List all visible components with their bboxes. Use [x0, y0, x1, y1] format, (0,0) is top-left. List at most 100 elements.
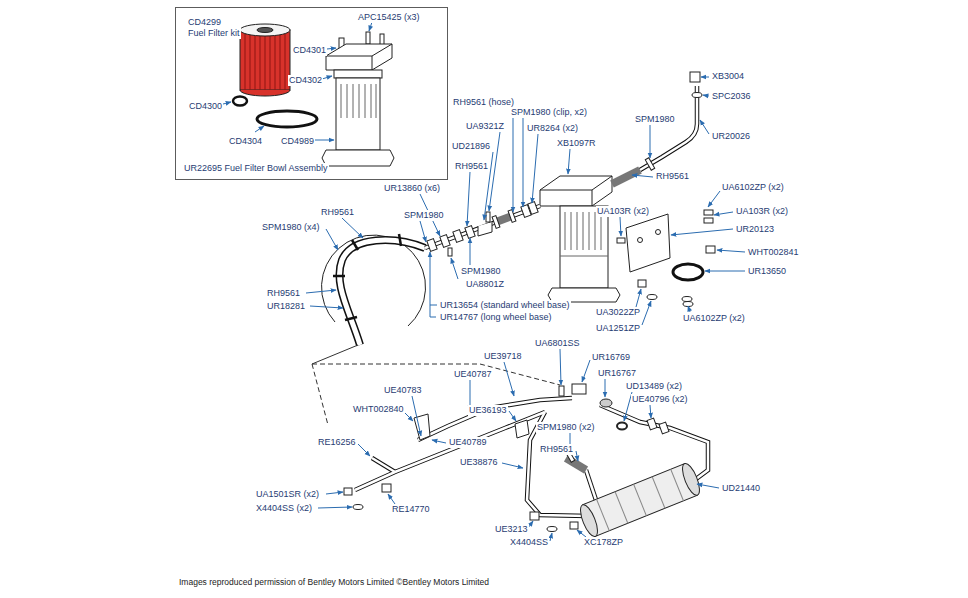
fuel-pipe — [418, 398, 572, 440]
o-ring — [233, 97, 247, 106]
pipe-fitting — [659, 422, 669, 434]
pipe-fitting — [492, 216, 500, 229]
leader-line — [708, 191, 720, 207]
filter-head-inset — [334, 70, 382, 78]
leader-line — [470, 238, 471, 265]
leader-line — [632, 175, 653, 177]
filter-head-inset — [322, 32, 394, 166]
part-number: UE36193 — [468, 405, 508, 416]
filter-head-inset — [376, 84, 377, 118]
fuel-canister — [577, 461, 703, 538]
filter-head-inset — [341, 84, 342, 118]
part-number: UR18281 — [266, 301, 306, 312]
filter-assembly — [560, 206, 608, 288]
part-number: UE3213 — [494, 524, 529, 535]
part-number: UE38876 — [459, 457, 499, 468]
leader-line — [388, 494, 395, 504]
leader-line — [432, 440, 446, 443]
mounting-bracket — [706, 246, 715, 253]
leader-line — [322, 76, 332, 79]
part-number: SPM1980 (clip, x2) — [510, 107, 588, 118]
pipe-fitting — [559, 386, 564, 396]
rubber-hose — [496, 216, 512, 222]
filter-head-inset — [353, 84, 354, 118]
leader-line — [688, 306, 690, 312]
part-number: APC15425 (x3) — [357, 12, 421, 23]
hose-clip — [333, 234, 401, 320]
part-number: RH9561 — [320, 207, 355, 218]
leader-line — [636, 289, 641, 307]
hose — [339, 240, 425, 345]
part-number: CD4989 — [280, 136, 315, 147]
fuel-pipe-inner — [586, 470, 596, 500]
leader-line — [223, 102, 231, 104]
hose-clip — [333, 275, 345, 278]
leader-line — [605, 379, 606, 397]
fuel-canister — [597, 499, 610, 531]
o-ring — [257, 111, 317, 127]
part-number: XC178ZP — [583, 537, 624, 548]
pipe-fitting — [465, 226, 475, 239]
filter-assembly — [540, 176, 620, 302]
part-number: RH9561 — [655, 171, 690, 182]
leader-line — [714, 212, 733, 215]
mounting-bracket — [617, 238, 625, 243]
part-number: CD4300 — [188, 101, 223, 112]
mounting-bracket — [617, 210, 715, 307]
fuel-canister — [615, 492, 628, 524]
pipe-fitting — [448, 248, 452, 256]
part-number: XB1097R — [556, 138, 597, 149]
fuel-canister — [634, 484, 647, 516]
filter-head-inset — [341, 84, 376, 118]
leader-line — [326, 492, 343, 494]
hose-clip — [345, 317, 357, 320]
leader-line — [528, 521, 533, 528]
o-ring — [233, 97, 317, 128]
filter-head-inset — [322, 150, 394, 166]
fuel-pipe-inner — [418, 398, 572, 440]
filter-assembly — [540, 176, 612, 206]
leader-line — [620, 217, 621, 236]
image-credit: Images reproduced permission of Bentley … — [179, 577, 489, 588]
part-number: X4404SS (x2) — [255, 503, 313, 514]
leader-line — [513, 108, 514, 212]
leader-line — [650, 125, 651, 158]
leader-line — [315, 140, 334, 141]
fuel-canister — [671, 469, 684, 501]
fuel-pipe-inner — [372, 458, 395, 472]
mounting-bracket — [638, 280, 646, 287]
part-number: UD13489 (x2) — [625, 381, 683, 392]
fuel-pipe — [586, 470, 596, 500]
filter-assembly — [560, 256, 608, 257]
pipe-fitting — [427, 239, 437, 252]
part-number: UD21440 — [721, 483, 761, 494]
part-number: CD4304 — [228, 136, 263, 147]
routing-line — [312, 345, 560, 425]
part-number: UR16769 — [591, 352, 631, 363]
leader-line — [560, 349, 561, 385]
pipe-fitting — [572, 384, 586, 394]
filter-assembly — [589, 212, 590, 250]
part-number: WHT002841 — [747, 247, 800, 258]
fuel-canister — [652, 477, 665, 509]
filter-head-inset — [365, 84, 366, 118]
part-number: UE40796 (x2) — [631, 394, 689, 405]
kit-title: CD4299 Fuel Filter kit — [187, 17, 241, 39]
hose — [339, 240, 425, 345]
fuel-pipe — [640, 86, 697, 170]
filter-element — [257, 28, 273, 33]
leader-line — [568, 149, 570, 174]
filter-assembly — [595, 212, 596, 250]
leader-line — [642, 301, 651, 325]
part-number: UA3022ZP — [595, 307, 641, 318]
filter-element — [270, 36, 271, 92]
inset-panel: CD4299 Fuel Filter kit APC15425 (x3) CD430… — [175, 7, 448, 180]
part-number: RE16256 — [317, 437, 357, 448]
leader-line — [532, 134, 538, 203]
pipe-fitting — [486, 212, 490, 222]
leader-line — [342, 218, 363, 238]
fuel-pipe — [372, 458, 395, 472]
leader-line — [430, 252, 437, 305]
